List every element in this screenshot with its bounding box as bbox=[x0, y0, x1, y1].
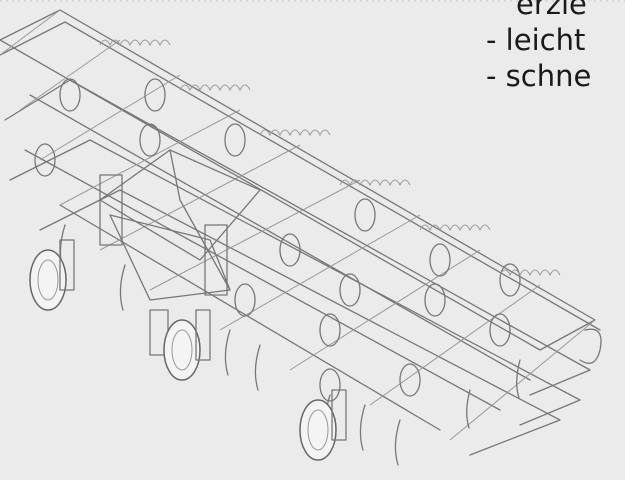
feature-line-2: - leicht bbox=[486, 23, 586, 57]
feature-line-3: - schne bbox=[486, 59, 592, 93]
feature-line-1: erzie bbox=[516, 0, 587, 21]
depth-wheels bbox=[29, 239, 347, 461]
feature-list: erzie - leicht - schne bbox=[486, 0, 625, 94]
rear-rake-coils bbox=[99, 39, 561, 277]
cross-beams bbox=[0, 9, 596, 441]
top-dotted-border bbox=[0, 0, 625, 2]
side-hook bbox=[579, 328, 602, 364]
disc-gangs bbox=[34, 78, 521, 402]
spring-tines bbox=[59, 224, 521, 466]
